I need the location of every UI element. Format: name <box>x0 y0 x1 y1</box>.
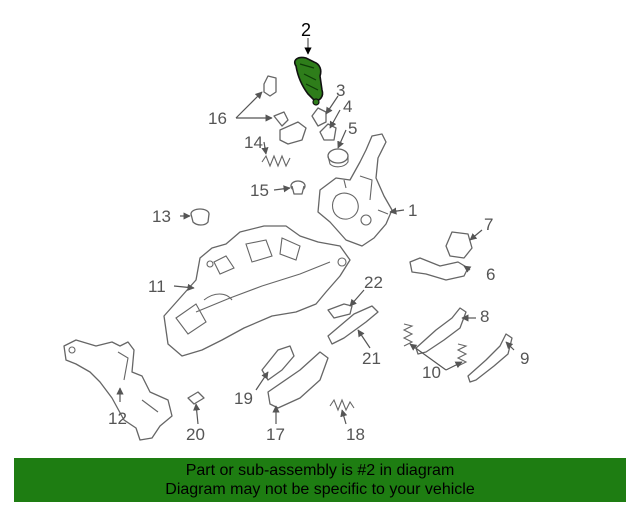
callout-4[interactable]: 4 <box>343 97 352 116</box>
callout-15[interactable]: 15 <box>250 181 269 200</box>
callout-10[interactable]: 10 <box>422 363 441 382</box>
part-1-housing <box>317 133 393 247</box>
callout-18[interactable]: 18 <box>346 425 365 444</box>
part-2-highlighted[interactable] <box>293 56 324 106</box>
callout-20[interactable]: 20 <box>186 425 205 444</box>
callout-13[interactable]: 13 <box>152 207 171 226</box>
callout-7[interactable]: 7 <box>484 215 493 234</box>
part-13-nut <box>190 208 210 226</box>
part-22 <box>327 303 353 319</box>
info-banner: Part or sub-assembly is #2 in diagram Di… <box>14 458 626 502</box>
part-16-clip-b <box>273 111 289 127</box>
part-10-spring-a <box>402 323 414 347</box>
callout-11[interactable]: 11 <box>148 277 166 296</box>
part-14-spring <box>261 154 291 168</box>
part-16-clip-a <box>263 75 277 97</box>
part-20 <box>187 391 205 405</box>
part-3 <box>311 107 327 127</box>
part-5-bushing <box>327 148 349 168</box>
banner-line-2: Diagram may not be specific to your vehi… <box>165 481 475 498</box>
part-11-plate <box>163 225 351 357</box>
callout-9[interactable]: 9 <box>520 349 529 368</box>
callout-17[interactable]: 17 <box>266 425 285 444</box>
part-14-lever <box>279 121 307 145</box>
part-12-hole <box>68 346 76 354</box>
banner-line-1: Part or sub-assembly is #2 in diagram <box>185 462 455 479</box>
callout-14[interactable]: 14 <box>244 133 263 152</box>
callout-21[interactable]: 21 <box>362 349 381 368</box>
part-19 <box>261 345 295 381</box>
callout-5[interactable]: 5 <box>348 119 357 138</box>
callout-2[interactable]: 2 <box>301 20 311 40</box>
part-7 <box>445 231 473 259</box>
callout-1[interactable]: 1 <box>408 201 417 220</box>
callout-6[interactable]: 6 <box>486 265 495 284</box>
leader-lines <box>116 38 515 425</box>
callout-16[interactable]: 16 <box>208 109 227 128</box>
part-10-spring-b <box>456 343 468 367</box>
callout-12[interactable]: 12 <box>108 409 127 428</box>
callout-3[interactable]: 3 <box>336 81 345 100</box>
part-8 <box>415 307 467 355</box>
callout-19[interactable]: 19 <box>234 389 253 408</box>
part-6 <box>409 257 469 281</box>
callout-22[interactable]: 22 <box>364 273 383 292</box>
part-18-spring <box>329 398 355 412</box>
part-4 <box>319 123 337 141</box>
part-9 <box>467 333 513 383</box>
part-21 <box>327 305 379 345</box>
part-15-bolt <box>290 180 306 195</box>
callout-8[interactable]: 8 <box>480 307 489 326</box>
